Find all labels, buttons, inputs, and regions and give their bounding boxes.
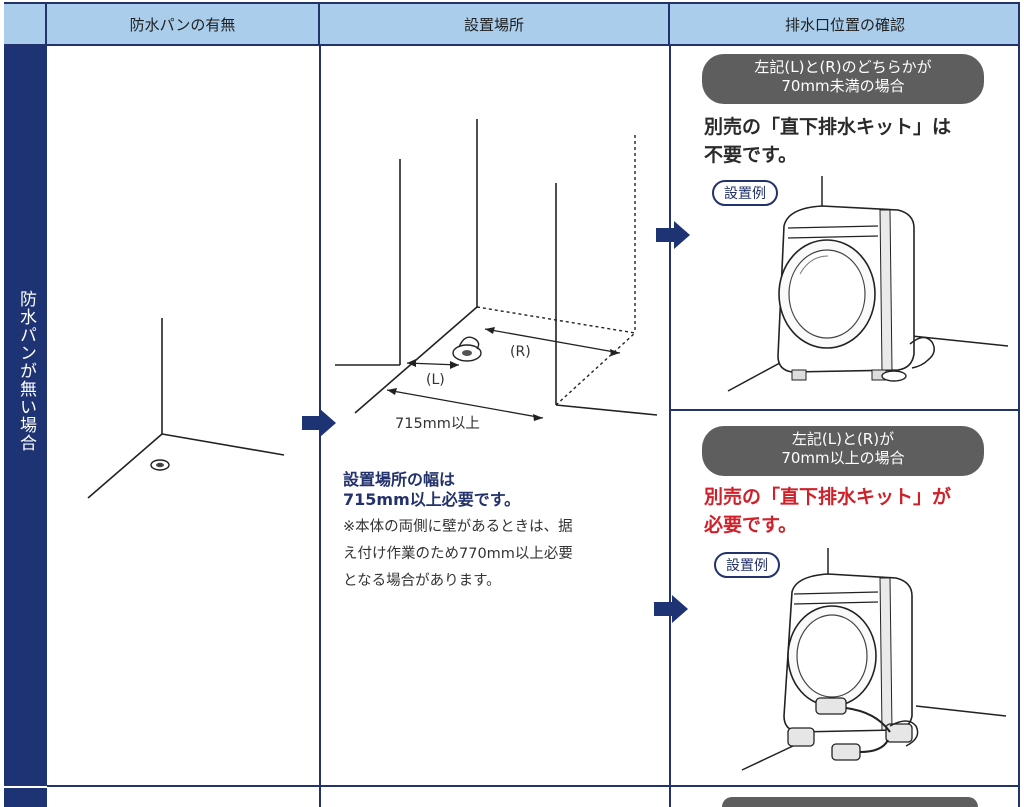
case-under-message-line2: 不要です。 [704, 144, 798, 166]
header-waterproof-pan: 防水パンの有無 [47, 4, 320, 44]
arrow-right-icon [656, 221, 690, 249]
installation-space-diagram [335, 119, 658, 421]
table-top-border [4, 2, 1020, 4]
row-label: 防水パンが無い場合 [16, 290, 36, 452]
table-right-border [1018, 4, 1020, 807]
header-drain-check: 排水口位置の確認 [670, 4, 1020, 44]
requirement-note-line2: え付け作業のため770mm以上必要 [343, 546, 573, 562]
case-over-pill-line1: 左記(L)と(R)が [791, 430, 895, 448]
install-example-badge: 設置例 [714, 552, 780, 578]
case-over-pill-line2: 70mm以上の場合 [781, 449, 905, 467]
arrow-right-icon [302, 409, 336, 437]
case-under-message-line1: 別売の「直下排水キット」は [704, 116, 952, 138]
requirement-note-line3: となる場合があります。 [343, 573, 501, 589]
row-label-band [4, 46, 47, 786]
install-example-badge: 設置例 [712, 180, 778, 206]
dimension-r-label: (R) [510, 344, 531, 360]
requirement-title-line1: 設置場所の幅は [343, 470, 456, 489]
column-divider-2 [669, 46, 671, 807]
width-dimension-label: 715mm以上 [395, 416, 480, 432]
dimension-l-label: (L) [426, 372, 445, 388]
case-under-70mm-pill: 左記(L)と(R)のどちらかが 70mm未満の場合 [702, 54, 984, 104]
row-bottom-border [47, 785, 1020, 787]
next-case-pill [722, 797, 978, 807]
arrow-right-icon [654, 595, 688, 623]
header-install-location: 設置場所 [320, 4, 670, 44]
washer-with-kit-illustration [741, 548, 1007, 771]
header-divider [4, 44, 1020, 46]
requirement-note-line1: ※本体の両側に壁があるときは、据 [343, 519, 573, 535]
header-corner [4, 4, 47, 44]
next-row-label-band [4, 788, 47, 807]
case-over-message-line1: 別売の「直下排水キット」が [704, 486, 952, 508]
corner-floor-drain-illustration [87, 318, 285, 499]
case-under-pill-line2: 70mm未満の場合 [781, 77, 905, 95]
case-over-message-line2: 必要です。 [704, 514, 798, 536]
requirement-title-line2: 715mm以上必要です。 [343, 490, 521, 509]
case-over-70mm-pill: 左記(L)と(R)が 70mm以上の場合 [702, 426, 984, 476]
washer-without-kit-illustration [727, 176, 1009, 392]
case-divider [670, 409, 1020, 411]
case-under-pill-line1: 左記(L)と(R)のどちらかが [754, 58, 932, 76]
